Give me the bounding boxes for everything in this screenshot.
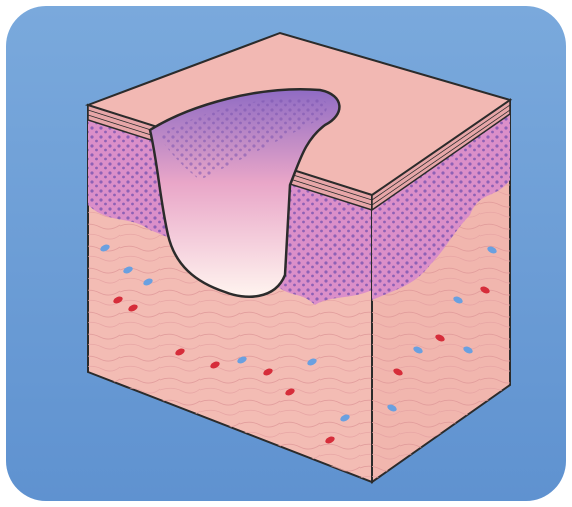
skin-ulcer-diagram	[0, 0, 572, 507]
illustration-frame	[0, 0, 572, 507]
